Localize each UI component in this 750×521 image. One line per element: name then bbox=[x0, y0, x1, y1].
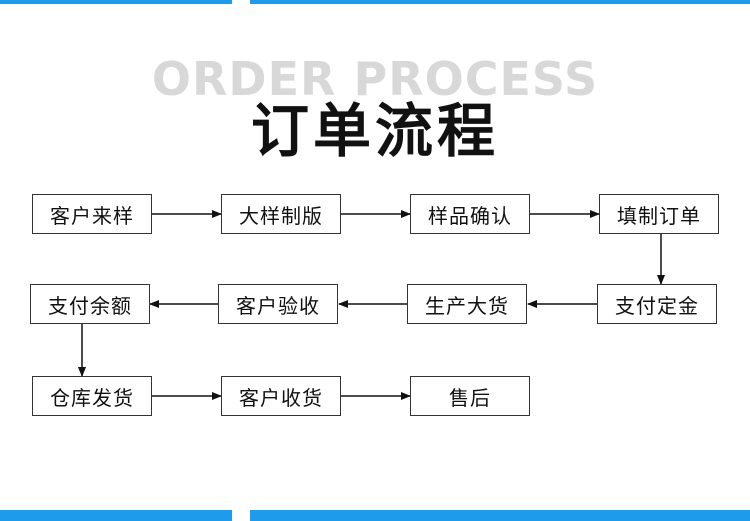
step-after-sales: 售后 bbox=[410, 376, 530, 416]
step-sample-confirmation: 样品确认 bbox=[410, 194, 530, 234]
step-pay-balance: 支付余额 bbox=[30, 284, 150, 324]
step-sample-plate-making: 大样制版 bbox=[221, 194, 341, 234]
step-customer-sample: 客户来样 bbox=[32, 194, 152, 234]
page-title: 订单流程 bbox=[250, 97, 499, 165]
step-fill-order: 填制订单 bbox=[599, 194, 719, 234]
top-right-accent-bar bbox=[250, 0, 750, 4]
step-warehouse-shipping: 仓库发货 bbox=[32, 376, 152, 416]
top-left-accent-bar bbox=[0, 0, 232, 4]
bottom-left-accent-bar bbox=[0, 510, 232, 521]
step-customer-inspection: 客户验收 bbox=[218, 284, 338, 324]
watermark-title: ORDER PROCESS bbox=[151, 52, 599, 106]
step-pay-deposit: 支付定金 bbox=[597, 284, 717, 324]
step-bulk-production: 生产大货 bbox=[407, 284, 527, 324]
bottom-right-accent-bar bbox=[250, 510, 750, 521]
step-customer-receipt: 客户收货 bbox=[221, 376, 341, 416]
